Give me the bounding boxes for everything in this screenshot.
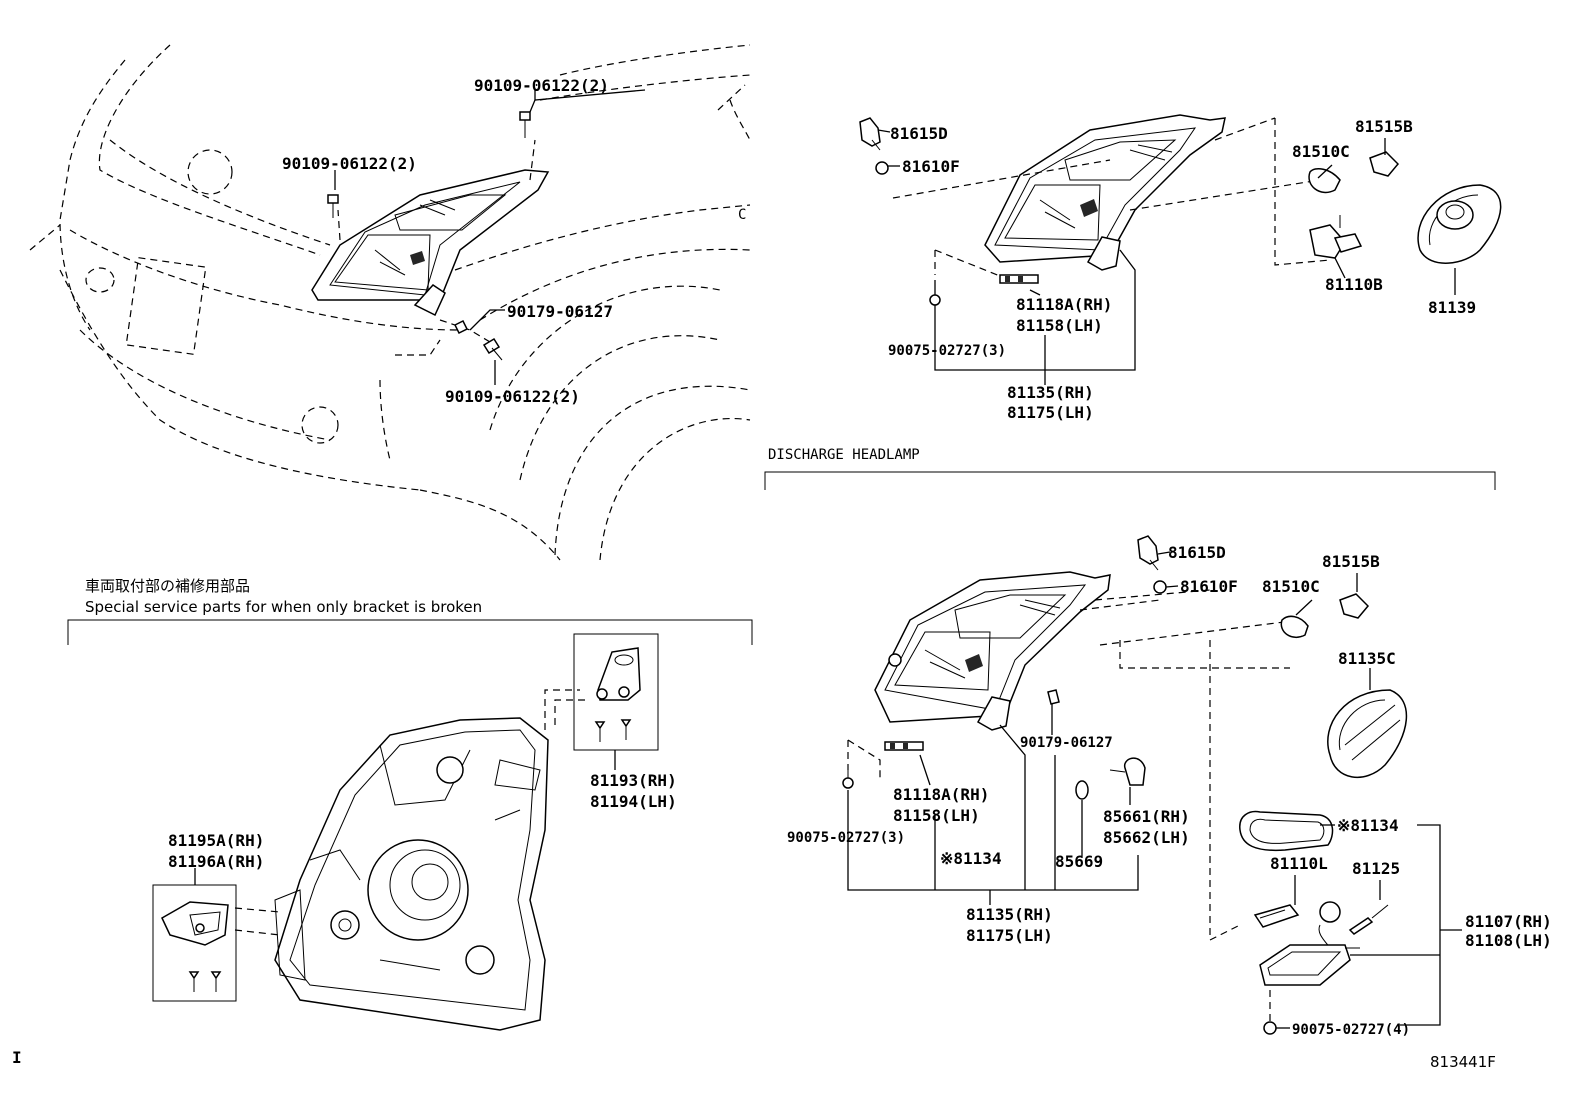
dust-cover-icon: [1417, 184, 1502, 264]
bulb-icons-upper: [859, 117, 1400, 259]
page-mark: I: [12, 1048, 22, 1067]
label-upper-2: 90179-06127: [507, 302, 613, 321]
label-hl-81135: 81135(RH): [1007, 383, 1094, 402]
label-dc-81158: 81158(LH): [893, 806, 980, 825]
discharge-bracket: [764, 471, 1496, 490]
bracket-kit-box-81193: [573, 633, 659, 751]
discharge-headlamp-assembly: [847, 571, 1301, 941]
label-hl-81118a: 81118A(RH): [1016, 295, 1112, 314]
installed-headlamp: [311, 139, 550, 346]
label-dc-81610f: 81610F: [1180, 577, 1238, 596]
label-dc-81110l: 81110L: [1270, 854, 1328, 873]
car-front-illustration: C: [29, 44, 751, 561]
label-dc-81107: 81107(RH): [1465, 912, 1552, 931]
label-hl-81139: 81139: [1428, 298, 1476, 317]
label-dc-81135: 81135(RH): [966, 905, 1053, 924]
label-sv-81193: 81193(RH): [590, 771, 677, 790]
label-sv-81194: 81194(LH): [590, 792, 677, 811]
label-sv-81196a: 81196A(RH): [168, 852, 264, 871]
service-bracket: [67, 619, 753, 645]
svg-text:C: C: [738, 207, 746, 223]
label-upper-0: 90109-06122(2): [474, 76, 609, 95]
bracket-kit-box-81195a: [152, 884, 237, 1002]
service-title-en: Special service parts for when only brac…: [85, 598, 482, 616]
label-hl-81615d: 81615D: [890, 124, 948, 143]
label-upper-1: 90109-06122(2): [282, 154, 417, 173]
label-dc-81175: 81175(LH): [966, 926, 1053, 945]
label-dc-90075-4: 90075-02727(4): [1292, 1022, 1410, 1038]
label-dc-81125: 81125: [1352, 859, 1400, 878]
label-dc-85661: 85661(RH): [1103, 807, 1190, 826]
label-hl-81158: 81158(LH): [1016, 316, 1103, 335]
label-hl-81610f: 81610F: [902, 157, 960, 176]
retainer-ring-icon: [1327, 689, 1408, 779]
label-dc-85662: 85662(LH): [1103, 828, 1190, 847]
label-hl-90075: 90075-02727(3): [888, 343, 1006, 359]
label-dc-90075: 90075-02727(3): [787, 830, 905, 846]
headlamp-rear-view: [234, 689, 590, 1031]
ballast-icons: [1239, 810, 1389, 1035]
label-dc-81510c: 81510C: [1262, 577, 1320, 596]
label-dc-81615d: 81615D: [1168, 543, 1226, 562]
headlamp-assembly: [892, 114, 1331, 284]
label-dc-81134-b: ※81134: [1337, 816, 1399, 835]
label-dc-85669: 85669: [1055, 852, 1103, 871]
label-dc-81515b: 81515B: [1322, 552, 1380, 571]
label-hl-81110b: 81110B: [1325, 275, 1383, 294]
service-title-jp: 車両取付部の補修用部品: [85, 577, 250, 595]
label-dc-90179: 90179-06127: [1020, 735, 1113, 751]
label-upper-3: 90109-06122(2): [445, 387, 580, 406]
label-sv-81195a: 81195A(RH): [168, 831, 264, 850]
label-dc-81108: 81108(LH): [1465, 931, 1552, 950]
label-hl-81175: 81175(LH): [1007, 403, 1094, 422]
label-dc-81118a: 81118A(RH): [893, 785, 989, 804]
bolt-icons: [327, 111, 531, 361]
discharge-title: DISCHARGE HEADLAMP: [768, 447, 920, 463]
label-hl-81515b: 81515B: [1355, 117, 1413, 136]
label-hl-81510c: 81510C: [1292, 142, 1350, 161]
discharge-bulbs: [842, 535, 1370, 800]
figure-code: 813441F: [1430, 1053, 1496, 1071]
label-dc-81134: ※81134: [940, 849, 1002, 868]
label-dc-81135c: 81135C: [1338, 649, 1396, 668]
